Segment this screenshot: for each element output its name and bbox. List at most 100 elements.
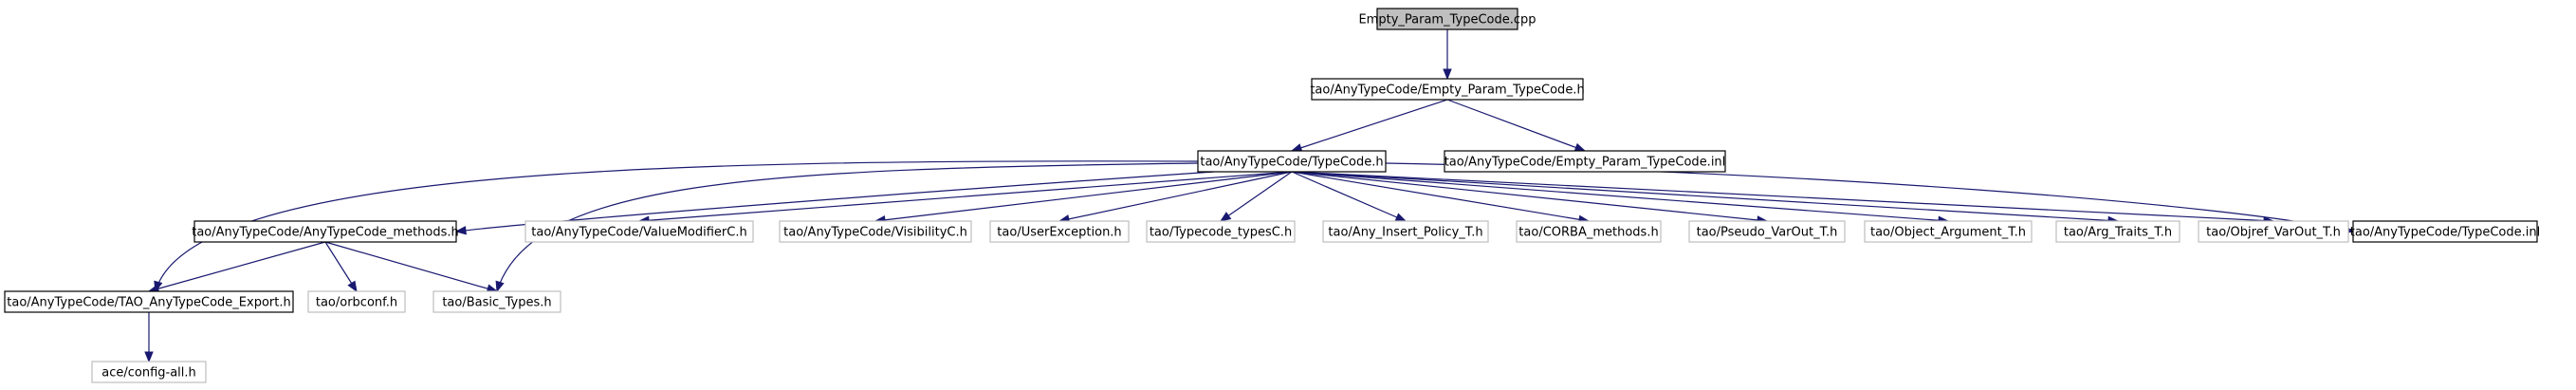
node-box <box>1322 220 1489 243</box>
edge-arrowhead <box>144 351 154 363</box>
node-ept_inl[interactable]: tao/AnyTypeCode/Empty_Param_TypeCode.inl <box>1444 150 1726 173</box>
edge-typecode_h-to-methods_h <box>454 171 1215 235</box>
node-methods_h[interactable]: tao/AnyTypeCode/AnyTypeCode_methods.h <box>192 220 459 243</box>
node-label: tao/AnyTypeCode/Empty_Param_TypeCode.inl <box>1444 156 1726 170</box>
node-box <box>1197 150 1387 173</box>
edges-layer <box>144 29 2355 363</box>
node-box <box>91 361 207 383</box>
nodes-layer: Empty_Param_TypeCode.cpp tao/AnyTypeCode/… <box>4 8 2540 383</box>
node-label: tao/Objref_VarOut_T.h <box>2206 226 2341 240</box>
edge-arrowhead <box>1394 213 1408 222</box>
node-box <box>2198 220 2349 243</box>
node-box <box>1516 220 1662 243</box>
node-typecode_inl[interactable]: tao/AnyTypeCode/TypeCode.inl <box>2350 220 2540 243</box>
edge-methods_h-to-export_h <box>147 241 326 293</box>
edge-arrowhead <box>1573 142 1587 152</box>
edge-path <box>638 171 1293 222</box>
node-typecode_h[interactable]: tao/AnyTypeCode/TypeCode.h <box>1197 150 1387 173</box>
edge-path <box>1220 171 1293 222</box>
node-objref_varout[interactable]: tao/Objref_VarOut_T.h <box>2198 220 2349 243</box>
edge-path <box>874 171 1293 222</box>
edge-path <box>1291 171 1407 222</box>
node-object_arg[interactable]: tao/Object_Argument_T.h <box>1864 220 2033 243</box>
edge-path <box>324 241 498 292</box>
edge-typecode_h-to-arg_traits <box>1291 171 2120 226</box>
node-box <box>1444 150 1726 173</box>
edge-path <box>155 160 1199 292</box>
edge-arrowhead <box>347 280 358 293</box>
node-config_all[interactable]: ace/config-all.h <box>91 361 207 383</box>
node-box <box>524 220 754 243</box>
edge-typecode_h-to-typecode_types <box>1219 171 1293 222</box>
node-label: tao/Typecode_typesC.h <box>1150 226 1292 240</box>
node-box <box>4 290 294 313</box>
node-arg_traits[interactable]: tao/Arg_Traits_T.h <box>2055 220 2180 243</box>
node-ept_h[interactable]: tao/AnyTypeCode/Empty_Param_TypeCode.h <box>1310 78 1585 101</box>
edge-path <box>1291 171 2119 222</box>
node-box <box>779 220 972 243</box>
node-label: tao/AnyTypeCode/TypeCode.inl <box>2350 226 2540 240</box>
node-box <box>2352 220 2538 243</box>
node-label: Empty_Param_TypeCode.cpp <box>1358 13 1536 28</box>
node-label: tao/AnyTypeCode/Empty_Param_TypeCode.h <box>1310 84 1584 98</box>
node-label: ace/config-all.h <box>101 366 196 381</box>
edge-typecode_h-to-basic_types <box>495 162 1199 293</box>
edge-typecode_h-to-pseudo_varout <box>1291 171 1769 225</box>
edge-path <box>1058 171 1293 222</box>
edge-arrowhead <box>495 280 505 293</box>
edge-path <box>1446 99 1586 152</box>
node-label: tao/AnyTypeCode/TypeCode.h <box>1200 156 1383 170</box>
edge-methods_h-to-basic_types <box>324 241 499 293</box>
edge-path <box>455 171 1215 232</box>
node-box <box>1376 8 1518 30</box>
node-orbconf[interactable]: tao/orbconf.h <box>307 290 406 313</box>
edge-methods_h-to-orbconf <box>324 241 358 293</box>
node-box <box>1146 220 1296 243</box>
edge-path <box>1291 171 1949 222</box>
edge-export_h-to-config_all <box>144 312 154 363</box>
node-label: tao/CORBA_methods.h <box>1518 226 1658 240</box>
node-label: tao/Any_Insert_Policy_T.h <box>1328 226 1482 240</box>
node-label: tao/UserException.h <box>997 226 1121 240</box>
node-basic_types[interactable]: tao/Basic_Types.h <box>432 290 561 313</box>
edge-path <box>1291 171 2274 222</box>
node-label: tao/Pseudo_VarOut_T.h <box>1697 226 1838 240</box>
edge-arrowhead <box>454 226 467 235</box>
node-export_h[interactable]: tao/AnyTypeCode/TAO_AnyTypeCode_Export.h <box>4 290 294 313</box>
edge-root-to-ept_h <box>1443 29 1452 81</box>
edge-typecode_h-to-userexc <box>1058 171 1293 224</box>
edge-path <box>1291 171 1590 222</box>
node-box <box>989 220 1130 243</box>
node-box <box>1864 220 2033 243</box>
node-pseudo_varout[interactable]: tao/Pseudo_VarOut_T.h <box>1688 220 1846 243</box>
node-userexc[interactable]: tao/UserException.h <box>989 220 1130 243</box>
node-label: tao/AnyTypeCode/VisibilityC.h <box>783 226 967 240</box>
node-typecode_types[interactable]: tao/Typecode_typesC.h <box>1146 220 1296 243</box>
node-label: tao/Object_Argument_T.h <box>1870 226 2026 240</box>
node-visibility[interactable]: tao/AnyTypeCode/VisibilityC.h <box>779 220 972 243</box>
edge-arrowhead <box>1443 68 1452 81</box>
edge-path <box>1291 171 1768 222</box>
edge-typecode_h-to-objref_varout <box>1291 171 2275 226</box>
node-label: tao/orbconf.h <box>316 296 397 310</box>
edge-arrowhead <box>1219 212 1232 222</box>
edge-typecode_h-to-valuemod <box>637 171 1293 225</box>
node-label: tao/AnyTypeCode/TAO_AnyTypeCode_Export.h <box>7 296 290 310</box>
edge-typecode_h-to-object_arg <box>1291 171 1950 225</box>
node-box <box>432 290 561 313</box>
edge-ept_h-to-ept_inl <box>1446 99 1587 152</box>
node-root[interactable]: Empty_Param_TypeCode.cpp <box>1358 8 1536 30</box>
node-valuemod[interactable]: tao/AnyTypeCode/ValueModifierC.h <box>524 220 754 243</box>
node-corba_methods[interactable]: tao/CORBA_methods.h <box>1516 220 1662 243</box>
node-label: tao/AnyTypeCode/AnyTypeCode_methods.h <box>192 226 459 240</box>
node-box <box>2055 220 2180 243</box>
edge-ept_h-to-typecode_h <box>1290 99 1448 153</box>
node-label: tao/Arg_Traits_T.h <box>2064 226 2172 240</box>
node-box <box>1688 220 1846 243</box>
node-any_insert[interactable]: tao/Any_Insert_Policy_T.h <box>1322 220 1489 243</box>
node-label: tao/Basic_Types.h <box>442 296 551 310</box>
edge-path <box>496 162 1199 292</box>
node-box <box>307 290 406 313</box>
edge-path <box>148 241 326 292</box>
